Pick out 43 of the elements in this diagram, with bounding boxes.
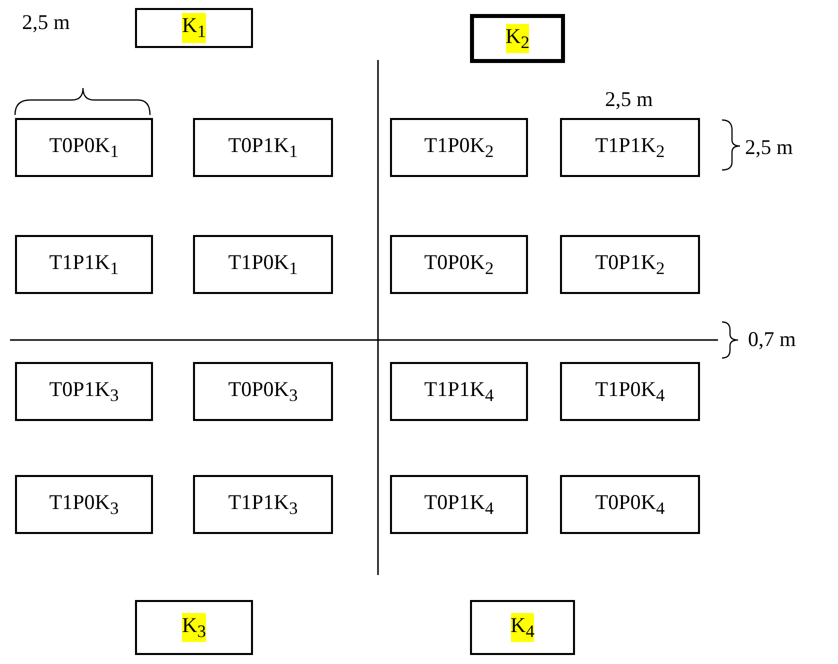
plot-box (390, 362, 528, 421)
treatment-box (470, 600, 575, 655)
treatment-box (135, 8, 253, 48)
plot-box (390, 118, 528, 177)
plot-box (15, 118, 153, 177)
dimension-label: 2,5 m (22, 10, 70, 35)
treatment-label: K$_{1}$ (182, 13, 206, 43)
plot-label: T1P0K$_{2}$ (424, 132, 494, 162)
treatment-box (470, 14, 565, 63)
plot-label: T1P1K$_{4}$ (424, 376, 494, 406)
plot-box (193, 475, 333, 534)
plot-box (390, 475, 528, 534)
dimension-label: 0,7 m (748, 327, 796, 352)
plot-box (15, 475, 153, 534)
plot-box (193, 362, 333, 421)
treatment-label: K$_{2}$ (506, 24, 530, 54)
plot-label: T0P1K$_{3}$ (49, 376, 119, 406)
plot-box (560, 235, 700, 294)
plot-label: T0P1K$_{1}$ (228, 132, 298, 162)
plot-label: T0P0K$_{3}$ (228, 376, 298, 406)
plot-box (193, 235, 333, 294)
plot-label: T1P0K$_{3}$ (49, 490, 119, 520)
plot-label: T0P0K$_{1}$ (49, 132, 119, 162)
plot-box (560, 118, 700, 177)
treatment-box (135, 600, 253, 655)
dimension-label: 2,5 m (745, 135, 793, 160)
plot-box (560, 475, 700, 534)
plot-label: T1P1K$_{3}$ (228, 490, 298, 520)
plot-box (15, 362, 153, 421)
plot-label: T1P1K$_{1}$ (49, 250, 119, 280)
plot-label: T0P1K$_{2}$ (595, 250, 665, 280)
plot-box (390, 235, 528, 294)
plot-label: T0P0K$_{4}$ (595, 490, 665, 520)
plot-label: T1P0K$_{4}$ (595, 376, 665, 406)
plot-label: T0P0K$_{2}$ (424, 250, 494, 280)
dimension-label: 2,5 m (605, 87, 653, 112)
plot-box (193, 118, 333, 177)
plot-box (15, 235, 153, 294)
plot-label: T1P0K$_{1}$ (228, 250, 298, 280)
plot-label: T1P1K$_{2}$ (595, 132, 665, 162)
treatment-label: K$_{3}$ (182, 612, 206, 642)
plot-box (560, 362, 700, 421)
plot-label: T0P1K$_{4}$ (424, 490, 494, 520)
